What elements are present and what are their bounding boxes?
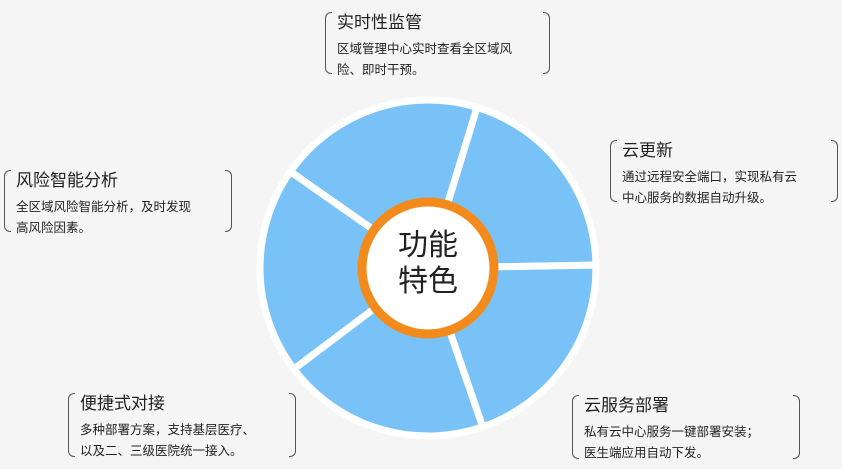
- bracket-right: [793, 395, 800, 459]
- feature-description-line: 险、即时干预。: [337, 62, 425, 77]
- feature-title: 便捷式对接: [80, 394, 165, 414]
- feature-cloud-update: 云更新 通过远程安全端口，实现私有云 中心服务的数据自动升级。: [610, 140, 838, 205]
- feature-description-line: 多种部署方案，支持基层医疗、: [80, 422, 256, 437]
- center-label-line-1: 功能: [398, 228, 458, 263]
- feature-description: 区域管理中心实时查看全区域风 险、即时干预。: [337, 38, 538, 80]
- feature-easy-integration: 便捷式对接 多种部署方案，支持基层医疗、 以及二、三级医院统一接入。: [68, 393, 296, 458]
- bracket-right: [289, 393, 296, 457]
- feature-description-line: 通过远程安全端口，实现私有云: [622, 169, 798, 184]
- feature-description: 全区域风险智能分析，及时发现 高风险因素。: [16, 196, 220, 238]
- bracket-right: [831, 140, 838, 202]
- feature-description: 私有云中心服务一键部署安装； 医生端应用自动下发。: [584, 421, 788, 463]
- feature-realtime-monitoring: 实时性监管 区域管理中心实时查看全区域风 险、即时干预。: [325, 12, 550, 77]
- bracket-left: [325, 12, 332, 74]
- bracket-right: [543, 12, 550, 74]
- feature-title: 云更新: [622, 141, 673, 161]
- bracket-left: [4, 170, 11, 232]
- feature-title: 云服务部署: [584, 396, 669, 416]
- center-label: 功能 特色: [358, 228, 498, 300]
- bracket-left: [68, 393, 75, 457]
- bracket-right: [225, 170, 232, 232]
- feature-title: 风险智能分析: [16, 171, 118, 191]
- feature-description-line: 中心服务的数据自动升级。: [622, 190, 773, 205]
- feature-title: 实时性监管: [337, 13, 422, 33]
- feature-description-line: 高风险因素。: [16, 220, 92, 235]
- feature-description: 多种部署方案，支持基层医疗、 以及二、三级医院统一接入。: [80, 419, 284, 461]
- feature-description: 通过远程安全端口，实现私有云 中心服务的数据自动升级。: [622, 166, 826, 208]
- center-label-line-2: 特色: [398, 264, 458, 299]
- bracket-left: [610, 140, 617, 202]
- feature-description-line: 以及二、三级医院统一接入。: [80, 443, 243, 458]
- feature-risk-analysis: 风险智能分析 全区域风险智能分析，及时发现 高风险因素。: [4, 170, 232, 235]
- feature-description-line: 医生端应用自动下发。: [584, 445, 710, 460]
- center-circle: [357, 197, 499, 339]
- bracket-left: [572, 395, 579, 459]
- feature-description-line: 全区域风险智能分析，及时发现: [16, 199, 192, 214]
- feature-description-line: 私有云中心服务一键部署安装；: [584, 424, 760, 439]
- feature-cloud-deployment: 云服务部署 私有云中心服务一键部署安装； 医生端应用自动下发。: [572, 395, 800, 460]
- feature-description-line: 区域管理中心实时查看全区域风: [337, 41, 513, 56]
